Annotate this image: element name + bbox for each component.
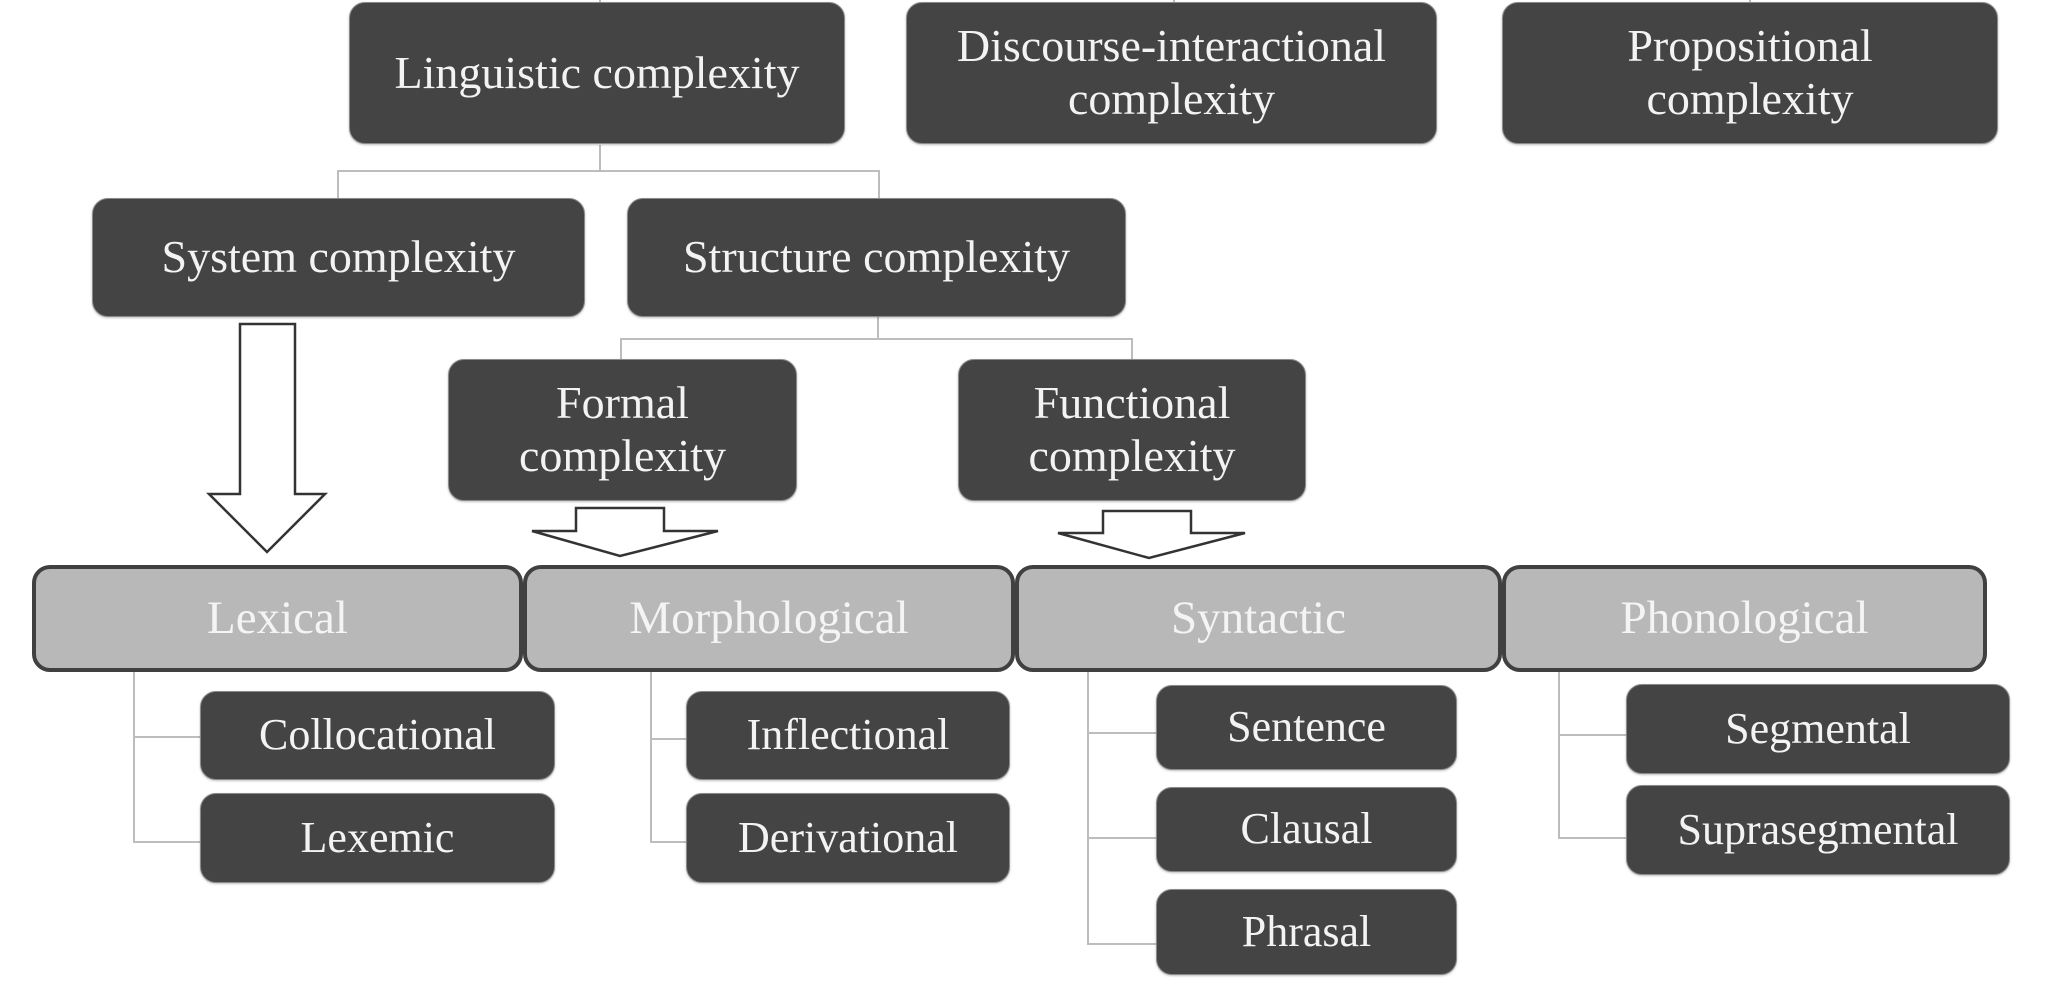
subnode-label: Clausal [1240, 804, 1373, 854]
node-propositional-complexity: Propositional complexity [1502, 2, 1998, 144]
category-label: Morphological [629, 592, 909, 645]
node-label: Linguistic complexity [394, 46, 800, 98]
node-structure-complexity: Structure complexity [627, 198, 1126, 317]
connector-syntactic-children [1087, 672, 1156, 945]
node-discourse-interactional-complexity: Discourse-interactional complexity [906, 2, 1437, 144]
subnode-lexemic: Lexemic [200, 793, 555, 883]
subnode-collocational: Collocational [200, 691, 555, 780]
subnode-label: Sentence [1227, 702, 1386, 752]
node-label: Functional complexity [1028, 377, 1236, 481]
category-label: Syntactic [1171, 592, 1346, 645]
subnode-label: Lexemic [300, 812, 455, 862]
subnode-segmental: Segmental [1626, 684, 2010, 774]
arrow-down-functional-to-syntactic [1057, 509, 1246, 560]
subnode-label: Phrasal [1241, 906, 1372, 956]
arrow-down-formal-to-morphological [531, 506, 719, 558]
node-label: Discourse-interactional complexity [956, 20, 1387, 124]
subnode-phrasal: Phrasal [1156, 889, 1457, 975]
node-linguistic-complexity: Linguistic complexity [349, 2, 845, 144]
subnode-sentence: Sentence [1156, 685, 1457, 770]
subnode-label: Collocational [258, 710, 497, 760]
subnode-label: Derivational [738, 812, 958, 862]
node-label: Structure complexity [682, 231, 1071, 283]
connector-phonological-children [1558, 672, 1626, 839]
subnode-derivational: Derivational [686, 793, 1010, 883]
node-label: System complexity [161, 231, 516, 283]
category-phonological: Phonological [1502, 565, 1987, 672]
node-functional-complexity: Functional complexity [958, 359, 1306, 501]
arrow-down-system-to-lexical [205, 322, 329, 554]
node-formal-complexity: Formal complexity [448, 359, 797, 501]
subnode-label: Suprasegmental [1677, 804, 1959, 854]
subnode-suprasegmental: Suprasegmental [1626, 785, 2010, 875]
category-lexical: Lexical [32, 565, 523, 672]
connector-structure-children [620, 338, 1133, 359]
connector-linguistic-children [337, 170, 880, 198]
subnode-label: Segmental [1725, 703, 1911, 753]
subnode-label: Inflectional [746, 710, 950, 760]
connector-lexical-children [133, 672, 200, 843]
category-morphological: Morphological [523, 565, 1015, 672]
node-label: Formal complexity [519, 377, 726, 481]
subnode-inflectional: Inflectional [686, 691, 1010, 780]
connector-morphological-children [650, 672, 686, 843]
category-syntactic: Syntactic [1015, 565, 1502, 672]
category-label: Lexical [207, 592, 348, 645]
subnode-clausal: Clausal [1156, 787, 1457, 872]
category-label: Phonological [1620, 592, 1869, 645]
node-label: Propositional complexity [1627, 20, 1873, 124]
node-system-complexity: System complexity [92, 198, 585, 317]
